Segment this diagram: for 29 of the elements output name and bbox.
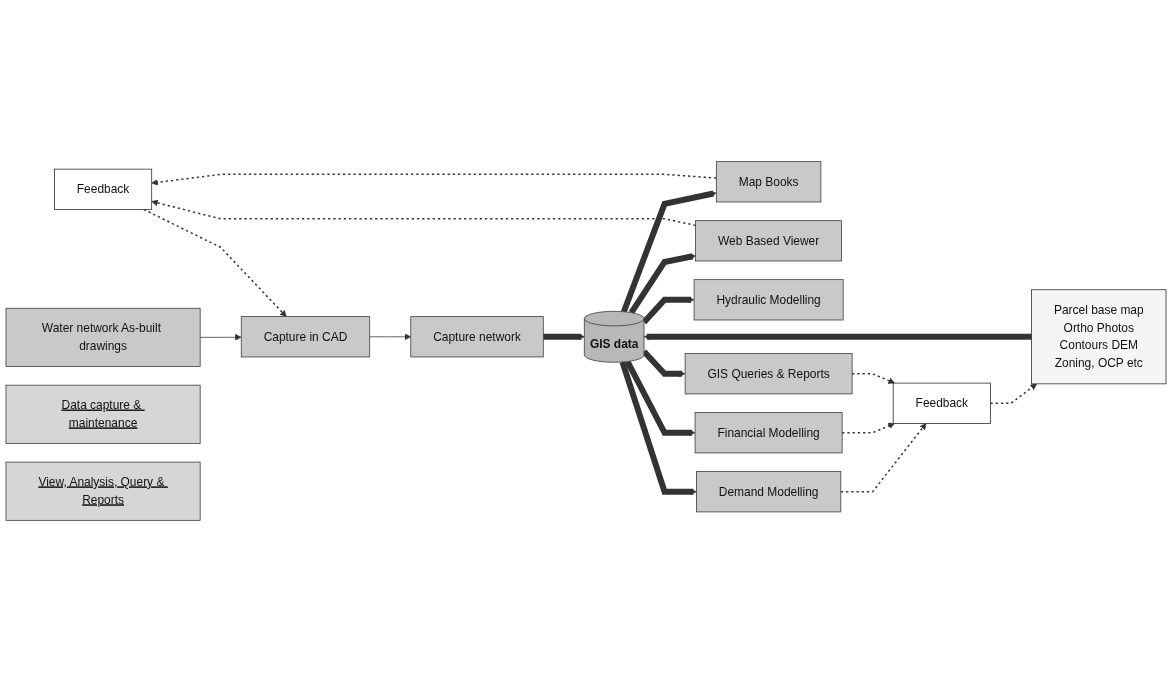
node-box: Capture in CAD xyxy=(240,316,371,358)
node-box: View, Analysis, Query & Reports xyxy=(5,461,201,521)
node-box: Web Based Viewer xyxy=(695,220,842,262)
node-box: Financial Modelling xyxy=(694,412,843,454)
arrow xyxy=(841,422,895,434)
arrow xyxy=(989,383,1037,404)
arrow xyxy=(851,373,895,384)
arrow xyxy=(628,253,696,315)
arrow xyxy=(543,333,585,341)
node-box: Hydraulic Modelling xyxy=(693,279,844,321)
arrow xyxy=(643,333,1032,341)
node-box: GIS Queries & Reports xyxy=(684,353,853,395)
node-box: Water network As-built drawings xyxy=(5,307,201,367)
arrow xyxy=(641,349,686,378)
node-box: Demand Modelling xyxy=(696,471,842,513)
arrow xyxy=(151,173,718,186)
arrow xyxy=(624,360,696,437)
node-box: Feedback xyxy=(892,382,991,424)
arrow xyxy=(143,208,287,317)
arrow xyxy=(151,199,697,227)
node-box: Parcel base map Ortho Photos Contours DEM Zoning, OCP etc xyxy=(1031,289,1167,385)
arrow xyxy=(641,296,695,325)
node-box: Data capture & maintenance xyxy=(5,384,201,444)
arrow xyxy=(621,190,717,313)
node-box: Feedback xyxy=(54,168,153,210)
arrow xyxy=(619,361,697,496)
node-box: Map Books xyxy=(715,161,822,203)
node-box: Capture network xyxy=(410,316,544,358)
arrow xyxy=(840,423,927,493)
